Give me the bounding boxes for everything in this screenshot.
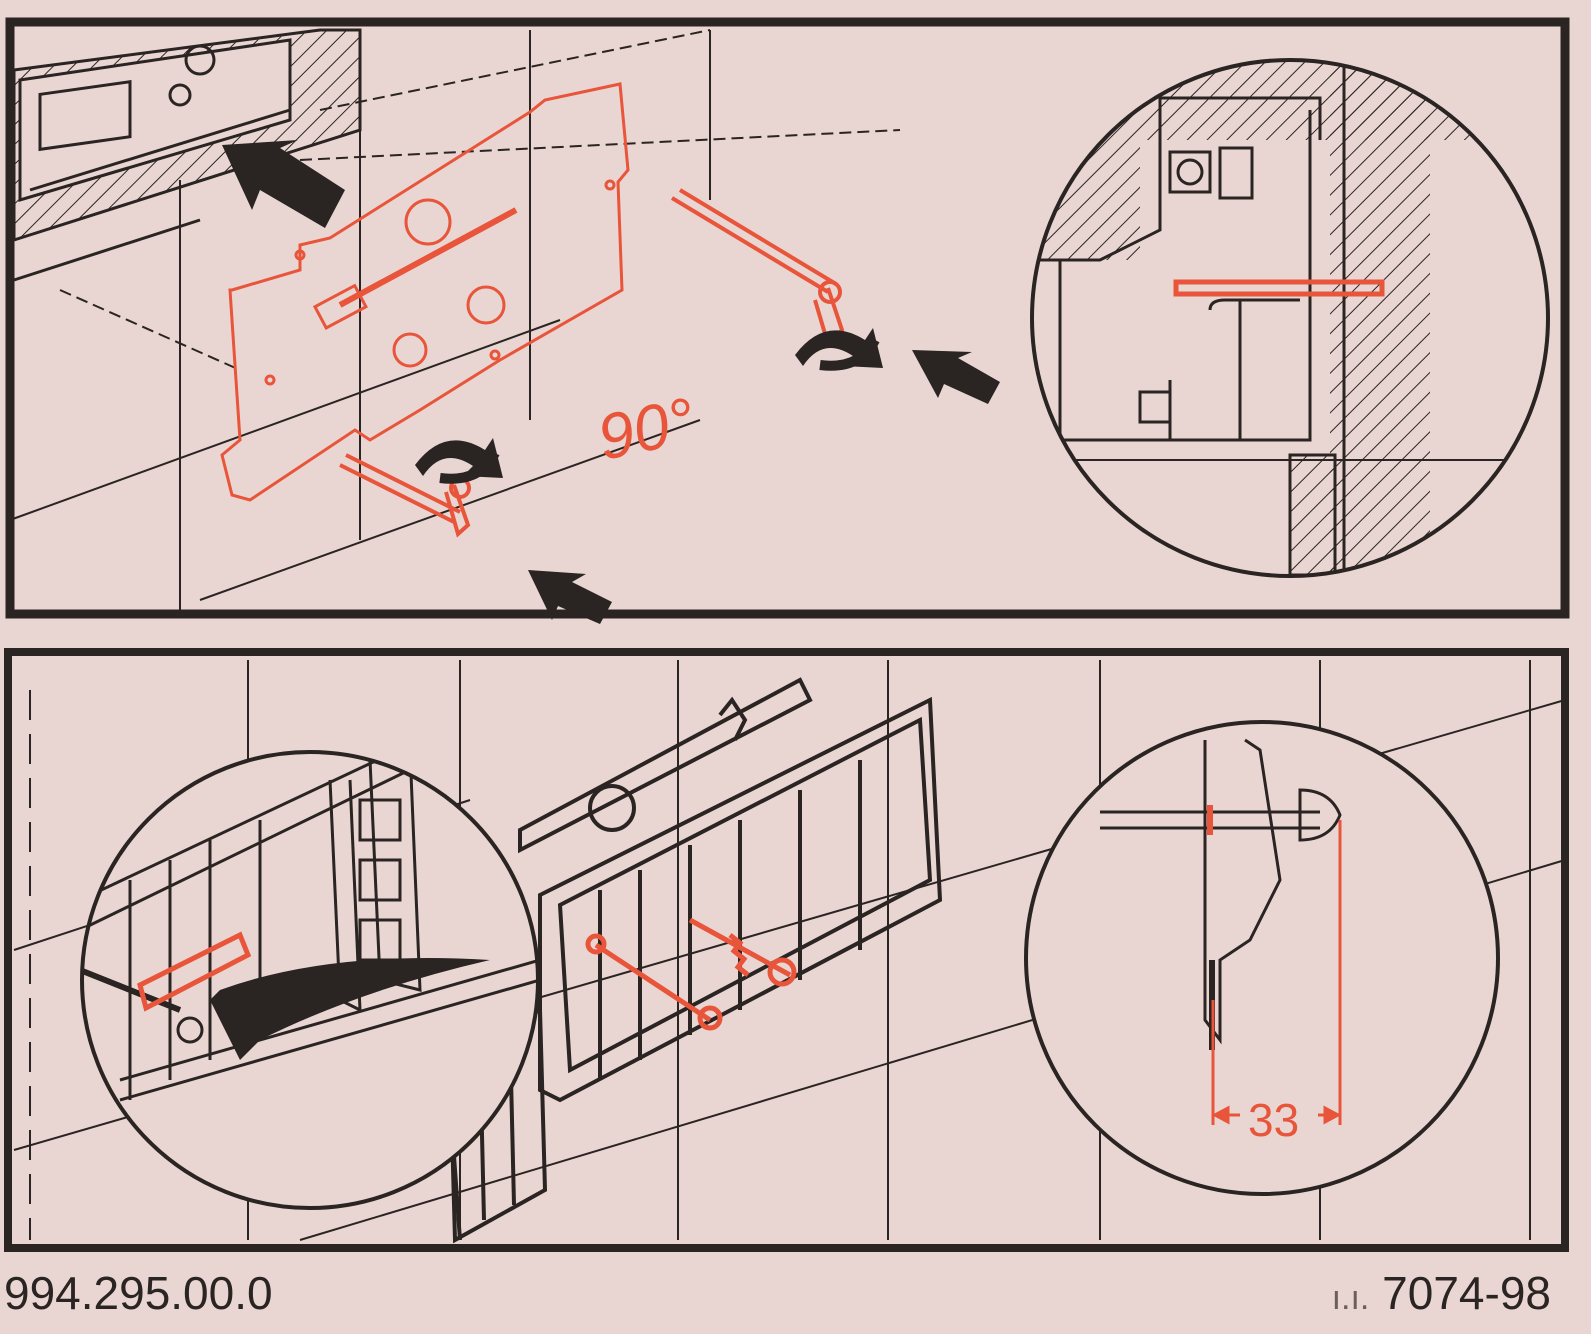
curved-arrow-icon [210, 958, 490, 1060]
arrow-icon [528, 570, 612, 624]
detail-circle-left [80, 750, 540, 1210]
revision-code: ı.ı. 7074-98 [1332, 1266, 1551, 1320]
panel-top-frame [5, 17, 1570, 619]
red-bolt-detail [1173, 279, 1385, 297]
red-clip-detail [137, 931, 252, 1012]
detail-circle-right: 33 [1024, 720, 1500, 1196]
dimension-label: 33 [1248, 1094, 1299, 1146]
rotate-icon [795, 328, 883, 371]
revision-number: 7074-98 [1382, 1267, 1551, 1319]
rotate-icon [415, 438, 503, 484]
revision-prefix-mark: ı.ı. [1331, 1279, 1370, 1317]
cistern-frame-top [12, 28, 362, 282]
panel-bottom: 33 [4, 648, 1569, 1252]
frame-bracket [447, 677, 943, 1244]
wall-grid-top [9, 29, 901, 614]
panel-top: 90° [5, 17, 1570, 624]
angle-label: 90° [591, 383, 701, 474]
arrow-icon [912, 350, 1000, 404]
detail-circle-top [1030, 58, 1550, 578]
l-bolt-right [670, 188, 845, 348]
document-code: 994.295.00.0 [4, 1267, 273, 1319]
mounting-plate [220, 82, 630, 502]
panel-bottom-frame [4, 648, 1569, 1252]
arrow-icon [222, 140, 345, 228]
dimension-marker [1207, 805, 1342, 1125]
red-bolts-bottom [585, 917, 797, 1031]
